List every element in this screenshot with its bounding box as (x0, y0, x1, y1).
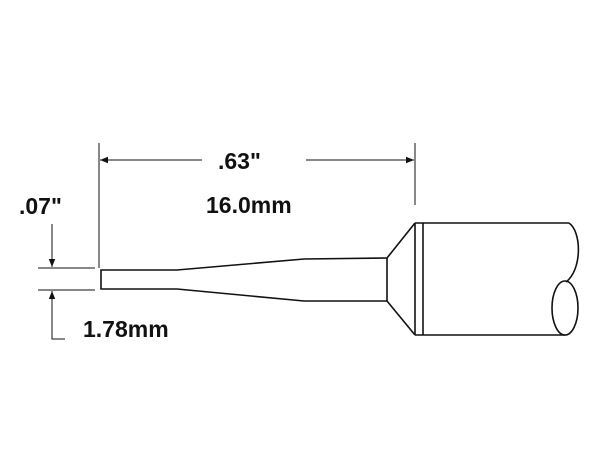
length-inches-label: .63" (218, 148, 261, 174)
width-arrow-bottom (48, 291, 65, 340)
tip-outline (100, 222, 580, 336)
width-inches-label: .07" (19, 193, 62, 219)
body-break-ellipse (551, 280, 579, 336)
tip-cone-top (386, 222, 416, 259)
width-mm-label: 1.78mm (83, 316, 169, 342)
length-dimension (98, 143, 416, 268)
length-mm-label: 16.0mm (206, 192, 292, 218)
body-break-upper (565, 222, 580, 283)
tip-cone-bottom (386, 300, 416, 336)
tip-shaft (100, 257, 388, 302)
width-dimension (38, 224, 95, 340)
